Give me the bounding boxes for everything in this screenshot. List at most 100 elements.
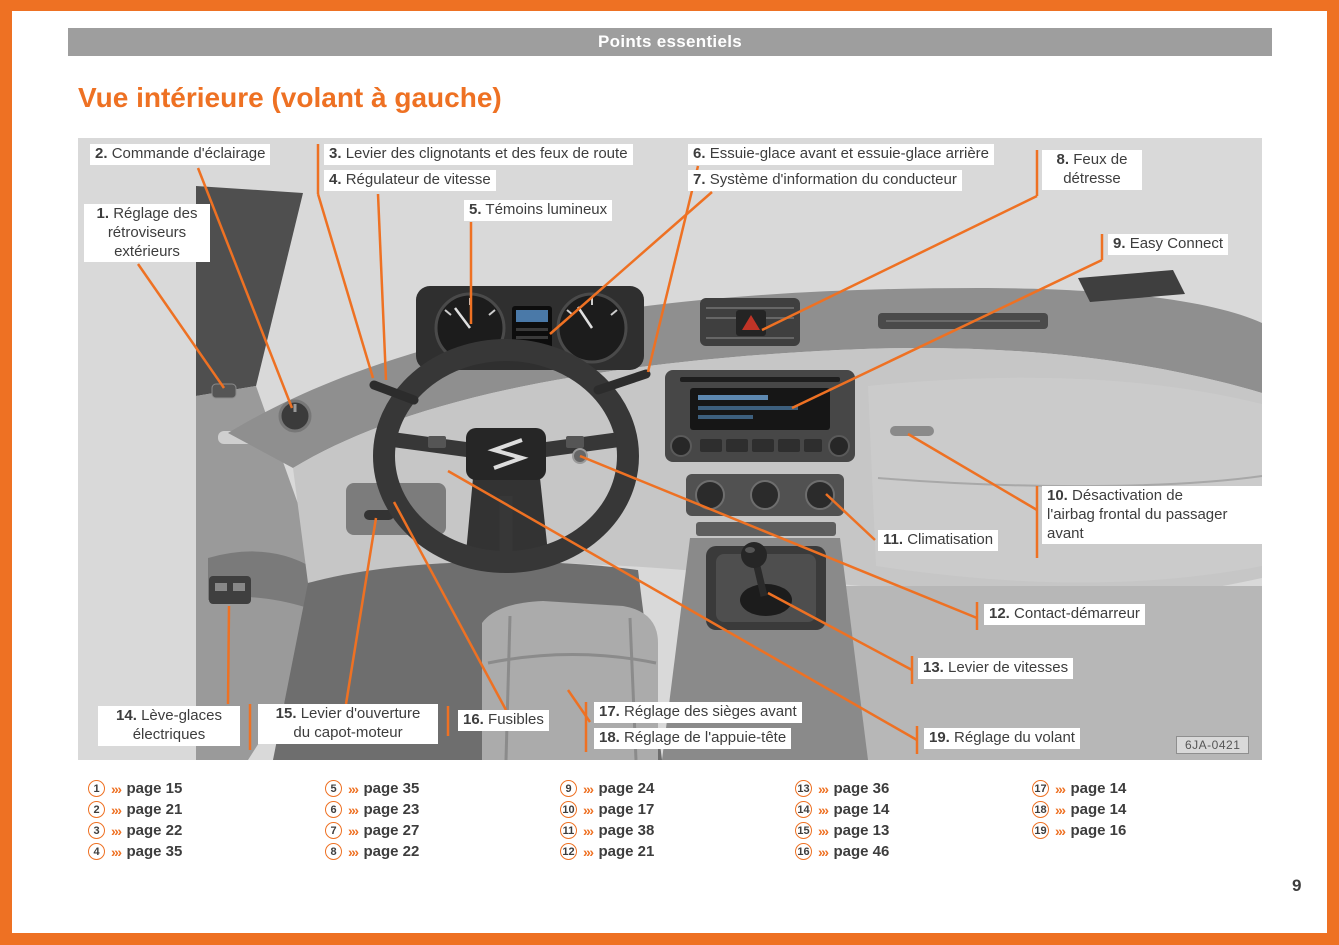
interior-view-diagram: 1. Réglage des rétroviseurs extérieurs 2…	[78, 138, 1266, 760]
label-number: 11.	[883, 531, 904, 548]
chevrons-icon: ›››	[818, 822, 829, 839]
label-text: Levier de vitesses	[948, 659, 1069, 676]
label-number: 14.	[116, 707, 137, 724]
chevrons-icon: ›››	[818, 780, 829, 797]
label-text: Levier des clignotants et des feux de ro…	[345, 145, 628, 162]
diagram-label-17: 17. Réglage des sièges avant	[594, 702, 802, 723]
chevrons-icon: ›››	[348, 822, 359, 839]
label-text: Réglage des rétroviseurs extérieurs	[107, 205, 198, 260]
ref-page-text: page 22	[126, 822, 183, 839]
chevrons-icon: ›››	[348, 780, 359, 797]
chevrons-icon: ›››	[348, 843, 359, 860]
ref-page-text: page 35	[363, 780, 420, 797]
ref-page-text: page 16	[1070, 822, 1127, 839]
label-number: 12.	[989, 605, 1010, 622]
page-title: Vue intérieure (volant à gauche)	[78, 82, 502, 113]
label-text: Feux de détresse	[1063, 151, 1128, 187]
diagram-label-3: 3. Levier des clignotants et des feux de…	[324, 144, 633, 165]
ref-page-text: page 13	[833, 822, 890, 839]
ref-page-text: page 27	[363, 822, 420, 839]
page-number: 9	[1292, 876, 1302, 895]
chevrons-icon: ›››	[1055, 822, 1066, 839]
ref-page-text: page 15	[126, 780, 183, 797]
label-text: Fusibles	[488, 711, 544, 728]
label-text: Lève-glaces électriques	[132, 707, 222, 743]
ref-number-badge: 5	[325, 780, 342, 797]
reference-column-3: 9 ››› page 24 10 ››› page 17 11 ››› page…	[560, 778, 654, 862]
diagram-label-19: 19. Réglage du volant	[924, 728, 1080, 749]
ref-page-text: page 38	[598, 822, 655, 839]
chevrons-icon: ›››	[583, 780, 594, 797]
page-reference: 1 ››› page 15	[88, 778, 182, 799]
page-reference: 8 ››› page 22	[325, 841, 419, 862]
page-reference: 11 ››› page 38	[560, 820, 654, 841]
ref-number-badge: 14	[795, 801, 812, 818]
ref-page-text: page 17	[598, 801, 655, 818]
page-reference: 19 ››› page 16	[1032, 820, 1126, 841]
page-reference: 2 ››› page 21	[88, 799, 182, 820]
glovebox-panel	[868, 377, 1262, 583]
diagram-label-7: 7. Système d'information du conducteur	[688, 170, 962, 191]
page-reference: 7 ››› page 27	[325, 820, 419, 841]
ref-number-badge: 18	[1032, 801, 1049, 818]
label-text: Désactivation de l'airbag frontal du pas…	[1047, 487, 1228, 542]
ref-page-text: page 46	[833, 843, 890, 860]
ref-number-badge: 6	[325, 801, 342, 818]
diagram-label-10: 10. Désactivation de l'airbag frontal du…	[1042, 486, 1266, 545]
label-text: Réglage des sièges avant	[624, 703, 797, 720]
label-text: Régulateur de vitesse	[345, 171, 491, 188]
chevrons-icon: ›››	[818, 843, 829, 860]
label-number: 17.	[599, 703, 620, 720]
page-reference: 16 ››› page 46	[795, 841, 889, 862]
ref-page-text: page 23	[363, 801, 420, 818]
ref-page-text: page 14	[833, 801, 890, 818]
ref-number-badge: 19	[1032, 822, 1049, 839]
steering-wheel	[278, 339, 651, 573]
turn-signal-stalk	[369, 380, 419, 405]
ref-number-badge: 4	[88, 843, 105, 860]
diagram-label-18: 18. Réglage de l'appuie-tête	[594, 728, 792, 749]
diagram-label-5: 5. Témoins lumineux	[464, 200, 613, 221]
diagram-label-4: 4. Régulateur de vitesse	[324, 170, 496, 191]
diagram-label-11: 11. Climatisation	[878, 530, 999, 551]
ref-number-badge: 17	[1032, 780, 1049, 797]
image-code: 6JA-0421	[1176, 736, 1250, 754]
chevrons-icon: ›››	[1055, 801, 1066, 818]
ref-page-text: page 35	[126, 843, 183, 860]
ref-number-badge: 10	[560, 801, 577, 818]
label-text: Commande d'éclairage	[111, 145, 266, 162]
chevrons-icon: ›››	[583, 801, 594, 818]
label-number: 9.	[1113, 235, 1126, 252]
ref-page-text: page 21	[598, 843, 655, 860]
label-number: 7.	[693, 171, 706, 188]
car-interior-illustration	[136, 144, 1262, 760]
page-reference: 13 ››› page 36	[795, 778, 889, 799]
ref-number-badge: 2	[88, 801, 105, 818]
ref-page-text: page 21	[126, 801, 183, 818]
label-number: 4.	[329, 171, 342, 188]
leader-lines	[136, 144, 1104, 754]
page-frame-top	[0, 0, 1339, 11]
label-text: Système d'information du conducteur	[709, 171, 957, 188]
label-text: Levier d'ouverture du capot-moteur	[293, 705, 421, 741]
chevrons-icon: ›››	[818, 801, 829, 818]
label-text: Contact-démarreur	[1014, 605, 1140, 622]
ref-page-text: page 36	[833, 780, 890, 797]
chevrons-icon: ›››	[111, 822, 122, 839]
diagram-label-12: 12. Contact-démarreur	[984, 604, 1145, 625]
label-text: Réglage de l'appuie-tête	[624, 729, 787, 746]
label-number: 3.	[329, 145, 342, 162]
chevrons-icon: ›››	[111, 780, 122, 797]
label-number: 15.	[275, 705, 297, 722]
ref-number-badge: 8	[325, 843, 342, 860]
chevrons-icon: ›››	[583, 843, 594, 860]
ref-number-badge: 12	[560, 843, 577, 860]
label-text: Climatisation	[907, 531, 994, 548]
page-reference: 4 ››› page 35	[88, 841, 182, 862]
diagram-label-2: 2. Commande d'éclairage	[90, 144, 271, 165]
page-reference: 10 ››› page 17	[560, 799, 654, 820]
chapter-title: Points essentiels	[598, 32, 742, 51]
headlight-switch	[278, 399, 312, 433]
page-frame-left	[0, 0, 12, 945]
gearshift-knob	[741, 542, 767, 568]
